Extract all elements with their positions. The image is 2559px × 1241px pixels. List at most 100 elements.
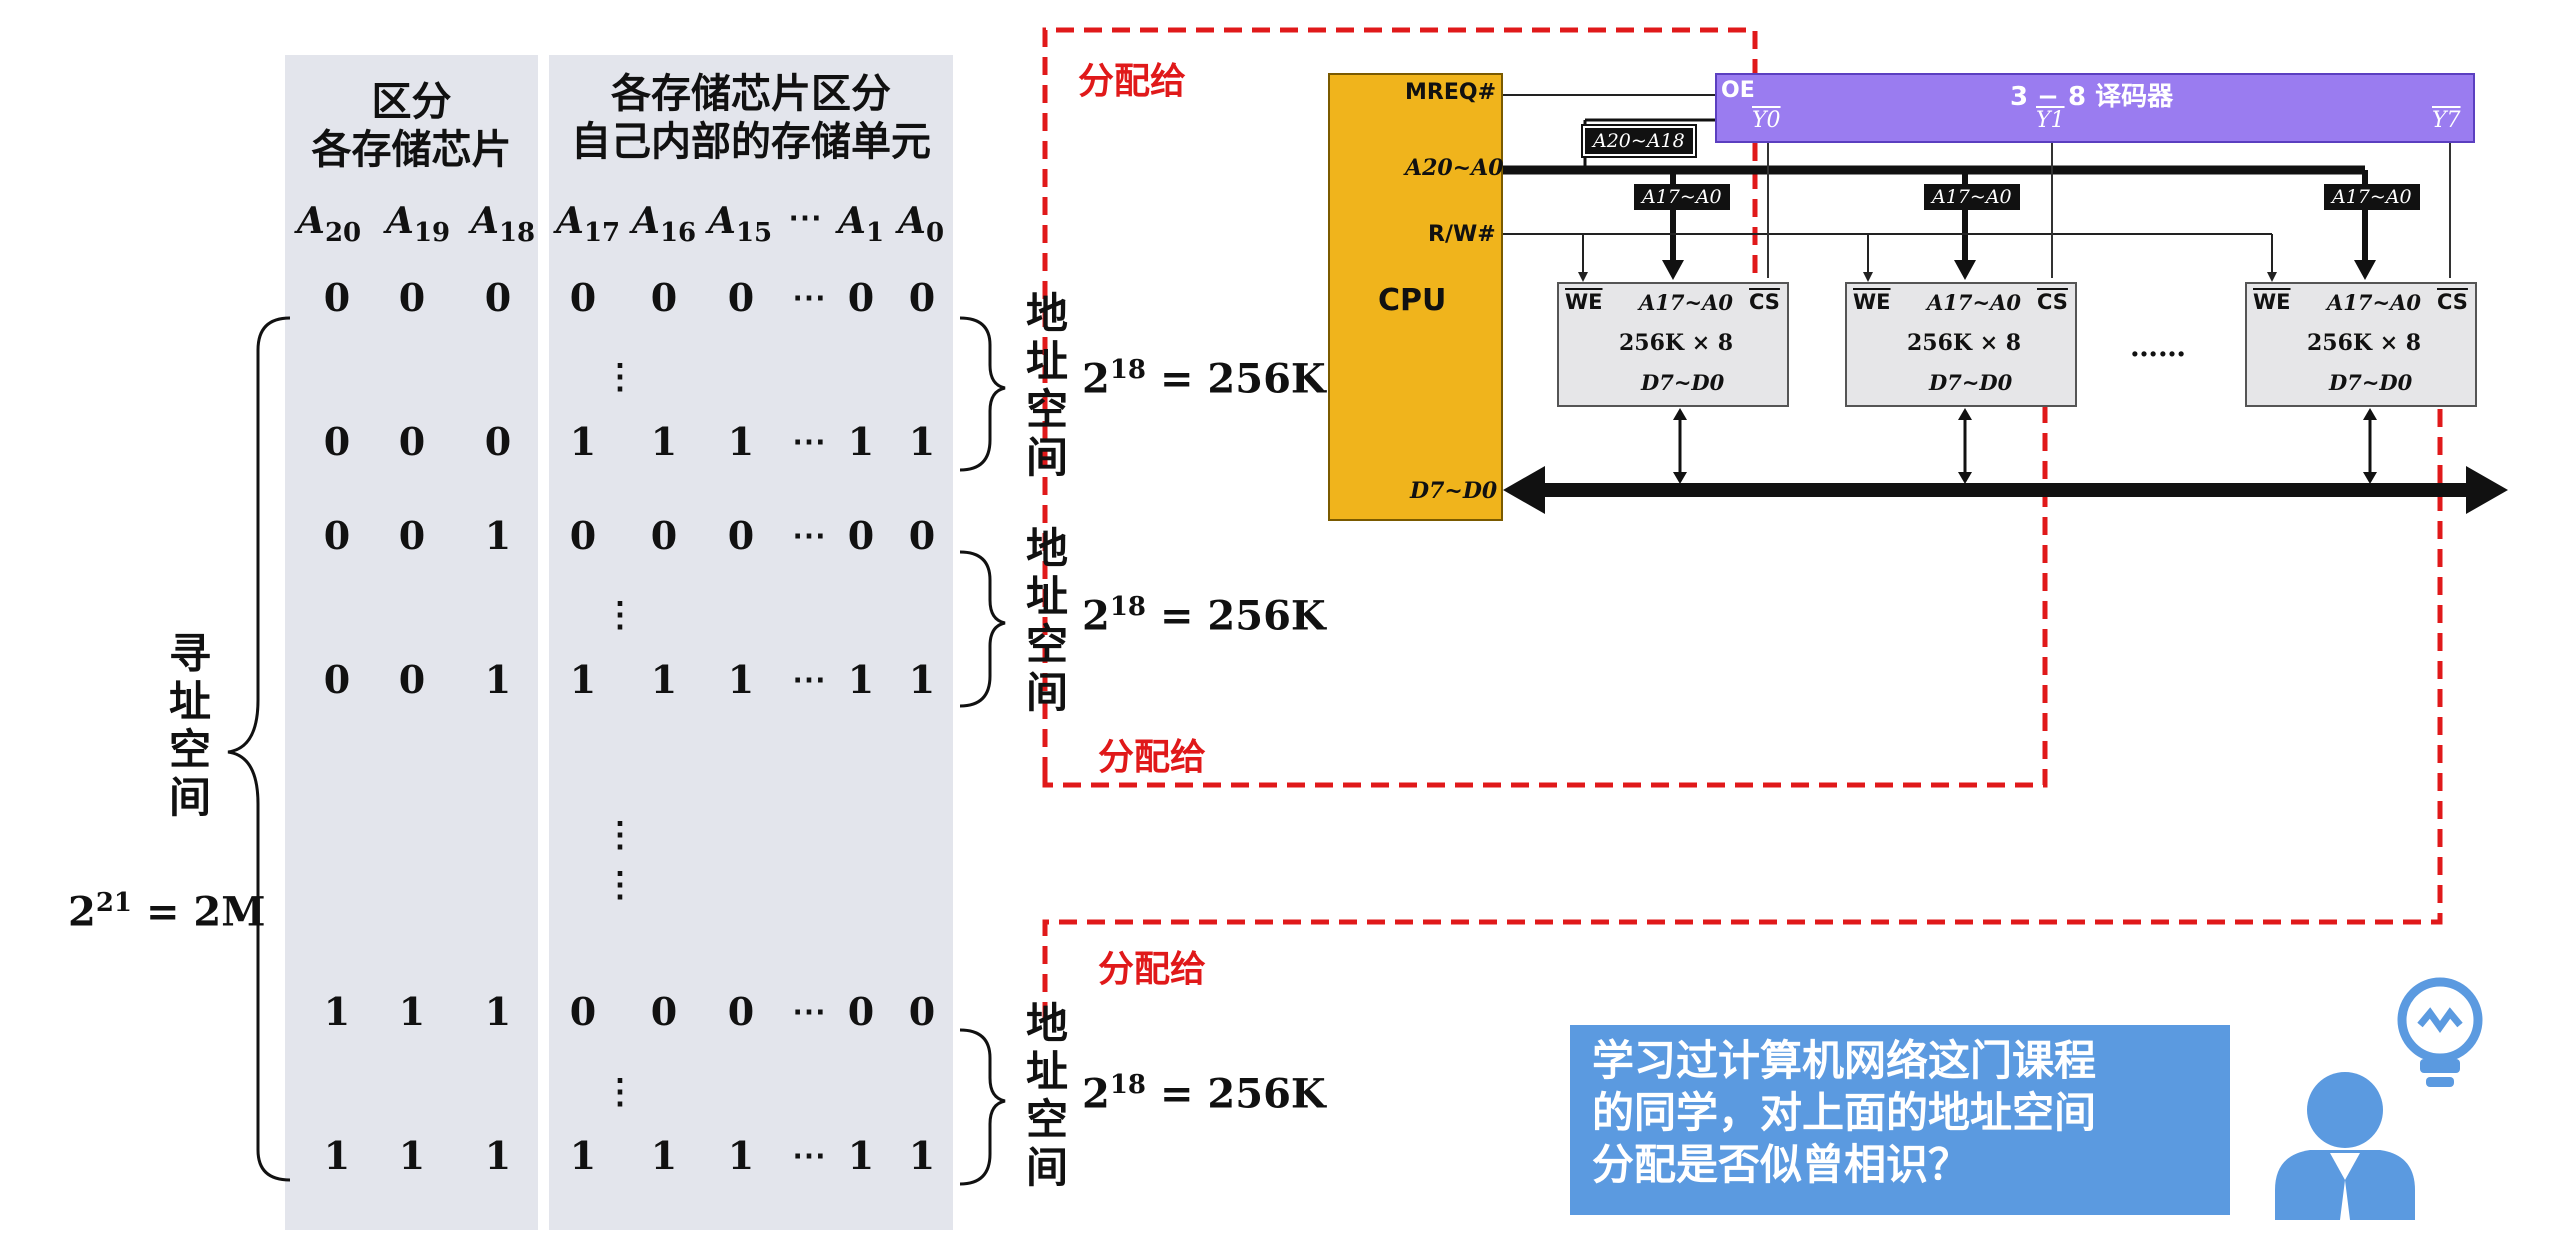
group-formula-2: 218 = 256K — [1082, 592, 1326, 640]
assign-path-3 — [1042, 395, 2443, 1020]
chip-we: WE — [1853, 290, 1891, 314]
vertical-ellipsis: ⋮ — [603, 1072, 637, 1112]
bit-cell: 0 — [398, 657, 426, 702]
chip-addr-tag-3: A17~A0 — [2324, 184, 2420, 210]
addressing-space-brace — [227, 316, 291, 1182]
question-callout: 学习过计算机网络这门课程 的同学，对上面的地址空间 分配是否似曾相识？ — [1570, 1025, 2230, 1215]
bit-cell: 1 — [847, 419, 875, 464]
address-space-label-3: 地址空间 — [1025, 999, 1068, 1192]
bit-cell: 1 — [650, 1133, 678, 1178]
assign-label-1: 分配给 — [1078, 61, 1187, 102]
bit-cell: 1 — [398, 989, 426, 1034]
cpu-data-label: D7~D0 — [1410, 478, 1498, 504]
decoder-title: 3 − 8 译码器 — [2010, 82, 2174, 112]
bit-ellipsis: ⋯ — [792, 1136, 826, 1176]
chip-select-column — [285, 55, 538, 1230]
bit-ellipsis: ⋯ — [792, 660, 826, 700]
vertical-ellipsis: ⋮ — [603, 815, 637, 855]
assign-label-2: 分配给 — [1098, 737, 1207, 778]
right-column-header: 各存储芯片区分 自己内部的存储单元 — [571, 71, 931, 165]
bit-ellipsis: ⋯ — [792, 422, 826, 462]
group-formula-3: 218 = 256K — [1082, 1070, 1326, 1118]
bit-label-a15: A15 — [708, 200, 773, 249]
vertical-ellipsis: ⋮ — [603, 595, 637, 635]
chip-data: D7~D0 — [1929, 370, 2013, 395]
bit-cell: 0 — [908, 989, 936, 1034]
chip-addr: A17~A0 — [1639, 290, 1734, 315]
bit-cell: 1 — [650, 657, 678, 702]
chip-size: 256K × 8 — [2307, 330, 2422, 356]
bit-cell: 0 — [650, 513, 678, 558]
bit-cell: 1 — [569, 1133, 597, 1178]
bit-cell: 1 — [484, 1133, 512, 1178]
vertical-ellipsis: ⋮ — [603, 865, 637, 905]
rw-label: R/W# — [1428, 222, 1496, 247]
decoder-y1: Y1 — [2036, 108, 2065, 133]
chip-data: D7~D0 — [2329, 370, 2413, 395]
mreq-label: MREQ# — [1405, 80, 1496, 105]
bit-cell: 0 — [323, 657, 351, 702]
decoder-oe: OE — [1721, 78, 1755, 103]
left-column-header: 区分 各存储芯片 — [311, 79, 512, 173]
chip-size: 256K × 8 — [1619, 330, 1734, 356]
chip-size: 256K × 8 — [1907, 330, 2022, 356]
chip-we: WE — [1565, 290, 1603, 314]
cpu-addr-label: A20~A0 — [1405, 155, 1504, 181]
assign-path-1 — [1042, 27, 1758, 775]
bit-cell: 1 — [908, 1133, 936, 1178]
bit-cell: 1 — [727, 419, 755, 464]
total-space-formula: 221 = 2M — [68, 888, 266, 936]
lightbulb-icon — [2397, 977, 2483, 1087]
bit-cell: 1 — [323, 1133, 351, 1178]
bit-cell: 1 — [569, 657, 597, 702]
chip-addr-tag-1: A17~A0 — [1634, 184, 1730, 210]
chip-cs: CS — [1749, 290, 1780, 314]
memory-chip: WE A17~A0 CS 256K × 8 D7~D0 — [1845, 282, 2077, 407]
decoder-y7: Y7 — [2432, 108, 2461, 133]
decoder-block — [1715, 73, 2475, 143]
internal-unit-column — [549, 55, 953, 1230]
bit-ellipsis: ⋯ — [792, 516, 826, 556]
bit-cell: 1 — [847, 1133, 875, 1178]
bit-cell: 0 — [908, 513, 936, 558]
chips-ellipsis: …… — [2130, 330, 2186, 363]
bit-label-a19: A19 — [386, 200, 451, 249]
chip-addr-tag-2: A17~A0 — [1924, 184, 2020, 210]
bit-cell: 1 — [484, 989, 512, 1034]
bit-label-ellipsis: ⋯ — [788, 198, 822, 238]
bit-label-a16: A16 — [632, 200, 697, 249]
cpu-block — [1328, 73, 1503, 521]
bit-cell: 0 — [569, 513, 597, 558]
bit-label-a20: A20 — [297, 200, 362, 249]
address-brace-2 — [959, 550, 1006, 708]
address-space-label-2: 地址空间 — [1025, 524, 1068, 717]
vertical-ellipsis: ⋮ — [603, 357, 637, 397]
bit-cell: 0 — [908, 275, 936, 320]
bit-cell: 1 — [398, 1133, 426, 1178]
bit-cell: 0 — [727, 275, 755, 320]
bit-cell: 1 — [908, 419, 936, 464]
cpu-label: CPU — [1378, 283, 1447, 318]
bit-cell: 0 — [484, 419, 512, 464]
chip-addr: A17~A0 — [1927, 290, 2022, 315]
chip-we: WE — [2253, 290, 2291, 314]
chip-data: D7~D0 — [1641, 370, 1725, 395]
bit-cell: 1 — [484, 657, 512, 702]
bit-cell: 1 — [727, 1133, 755, 1178]
bit-cell: 1 — [727, 657, 755, 702]
address-brace-3 — [959, 1028, 1006, 1186]
bit-cell: 0 — [398, 275, 426, 320]
bit-cell: 1 — [847, 657, 875, 702]
bit-cell: 0 — [727, 513, 755, 558]
group-formula-1: 218 = 256K — [1082, 355, 1326, 403]
thinking-person-icon — [2275, 977, 2483, 1220]
bit-cell: 0 — [847, 275, 875, 320]
bit-cell: 0 — [323, 275, 351, 320]
bit-cell: 0 — [484, 275, 512, 320]
chip-addr: A17~A0 — [2327, 290, 2422, 315]
bit-ellipsis: ⋯ — [792, 278, 826, 318]
bit-label-a17: A17 — [556, 200, 621, 249]
bit-cell: 0 — [569, 275, 597, 320]
chip-cs: CS — [2037, 290, 2068, 314]
decoder-y0: Y0 — [1752, 108, 1781, 133]
